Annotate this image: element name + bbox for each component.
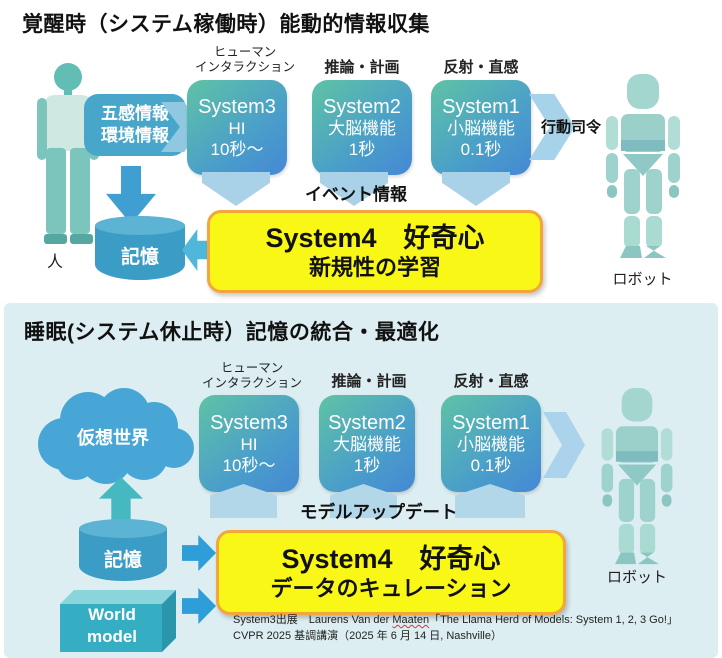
robot-label-bottom: ロボット [606,569,667,586]
memory-label-bottom: 記憶 [103,550,142,571]
caption-inference-planning-bottom: 推論・計画 [331,373,407,390]
sleep-section-title: 睡眠(システム休止時）記憶の統合・最適化 [24,321,440,344]
model-update-label: モデルアップデート [300,502,458,522]
system3-box-sleep: System3 HI 10秒～ [199,395,299,492]
caption-inference-planning: 推論・計画 [324,59,400,76]
memory-label-top: 記憶 [120,247,159,268]
system4-box-sleep: System4 好奇心 データのキュレーション [216,530,566,615]
world-model-line2: model [86,627,138,647]
citation-author-name: Maaten [392,614,430,626]
system1-box-awake: System1 小脳機能 0.1秒 [431,80,531,175]
caption-reflex-intuition: 反射・直感 [443,59,519,76]
system2-box-awake: System2 大脳機能 1秒 [312,80,412,175]
memory-cylinder-bottom: 記憶 [79,519,167,581]
citation: System3出展 Laurens Van der Maaten「The Lla… [233,613,678,645]
world-model-line1: World [88,605,136,624]
human-label: 人 [46,254,63,271]
robot-figure-bottom-icon [601,388,673,565]
caption-human-interaction: ヒューマン インタラクション [194,45,295,74]
system3-to-system4-arrow-icon [202,172,270,206]
system4-box-awake: System4 好奇心 新規性の学習 [207,210,543,293]
action-command-label: 行動司令 [541,119,602,136]
citation-line2: CVPR 2025 基調講演（2025 年 6 月 14 日, Nashvill… [233,629,502,642]
robot-label-top: ロボット [612,271,673,288]
system1-box-sleep: System1 小脳機能 0.1秒 [441,395,541,492]
caption-reflex-intuition-bottom: 反射・直感 [453,373,529,390]
world-model-box: World model [52,590,176,652]
memory-cylinder-top: 記憶 [95,216,185,280]
citation-line1: System3出展 Laurens Van der Maaten「The Lla… [233,614,678,626]
human-figure-icon [37,63,99,244]
robot-figure-icon [606,74,680,258]
world-model-box-icon [60,590,176,652]
virtual-world-cloud: 仮想世界 [26,386,200,486]
sensory-input-line2: 環境情報 [101,126,169,145]
awake-section-title: 覚醒時（システム稼働時）能動的情報収集 [22,13,430,36]
system3-box-awake: System3 HI 10秒～ [187,80,287,175]
caption-human-interaction-bottom: ヒューマン インタラクション [201,361,302,390]
sensory-input-line1: 五感情報 [101,103,169,123]
event-info-label: イベント情報 [305,185,407,204]
system1-to-system4-arrow-icon [442,172,510,206]
virtual-world-cloud-icon [38,388,194,484]
system2-box-sleep: System2 大脳機能 1秒 [319,395,415,492]
virtual-world-label: 仮想世界 [77,428,149,448]
